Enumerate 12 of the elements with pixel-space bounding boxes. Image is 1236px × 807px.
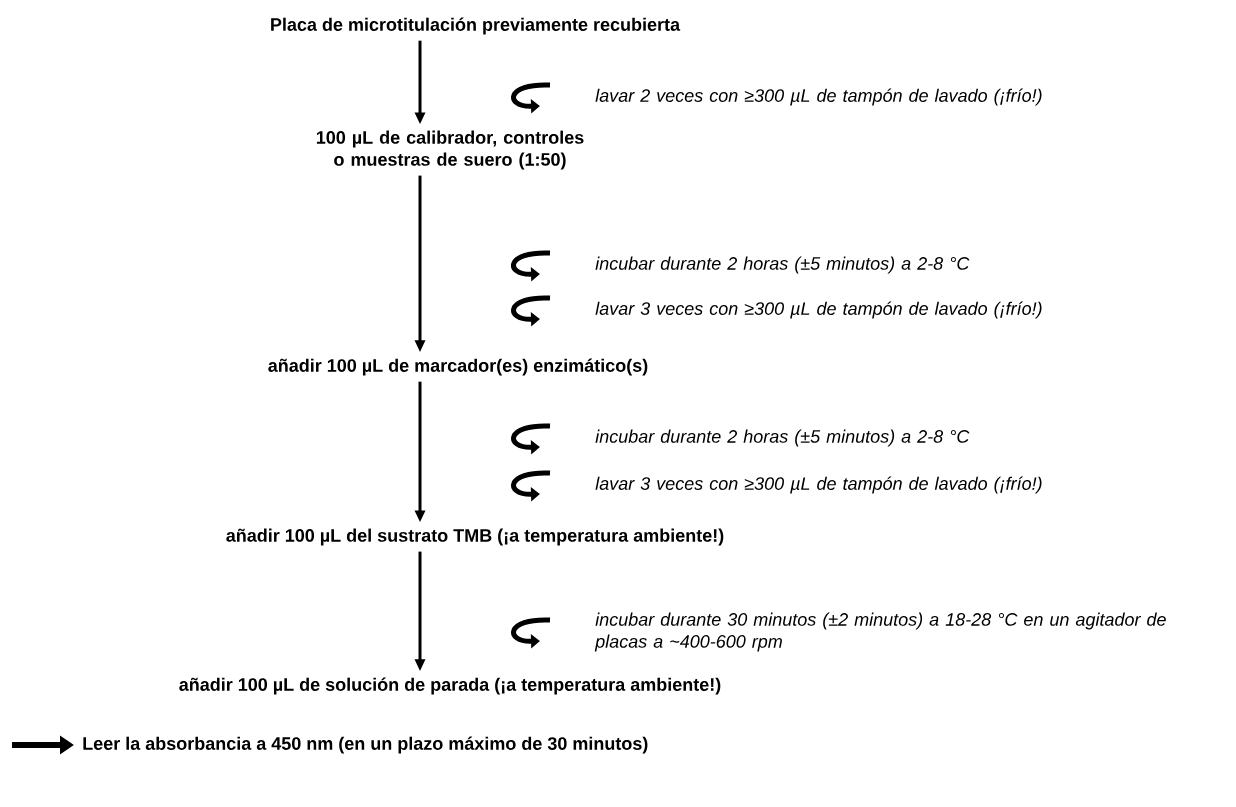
step-note: incubar durante 2 horas (±5 minutos) a 2-8 °C (595, 429, 970, 447)
step-text: añadir 100 µL de solución de parada (¡a temperatura ambiente!) (179, 677, 721, 695)
step-note: lavar 3 veces con ≥300 µL de tampón de lavado (¡frío!) (595, 301, 1042, 319)
step-note: lavar 2 veces con ≥300 µL de tampón de lavado (¡frío!) (595, 88, 1042, 106)
step-note: incubar durante 2 horas (±5 minutos) a 2-8 °C (595, 256, 970, 274)
step-note: incubar durante 30 minutos (±2 minutos) a 18-28 °C en un agitador de placas a ~400-600 rpm (594, 612, 1166, 652)
step-text: Leer la absorbancia a 450 nm (en un plazo máximo de 30 minutos) (83, 736, 648, 754)
step-note: lavar 3 veces con ≥300 µL de tampón de lavado (¡frío!) (595, 476, 1042, 494)
step-text: 100 µL de calibrador, controles o muestras de suero (1:50) (316, 130, 584, 170)
step-text: añadir 100 µL de marcador(es) enzimático(s) (268, 358, 648, 376)
step-text: añadir 100 µL del sustrato TMB (¡a temperatura ambiente!) (226, 528, 724, 546)
step-text: Placa de microtitulación previamente recubierta (271, 17, 681, 35)
